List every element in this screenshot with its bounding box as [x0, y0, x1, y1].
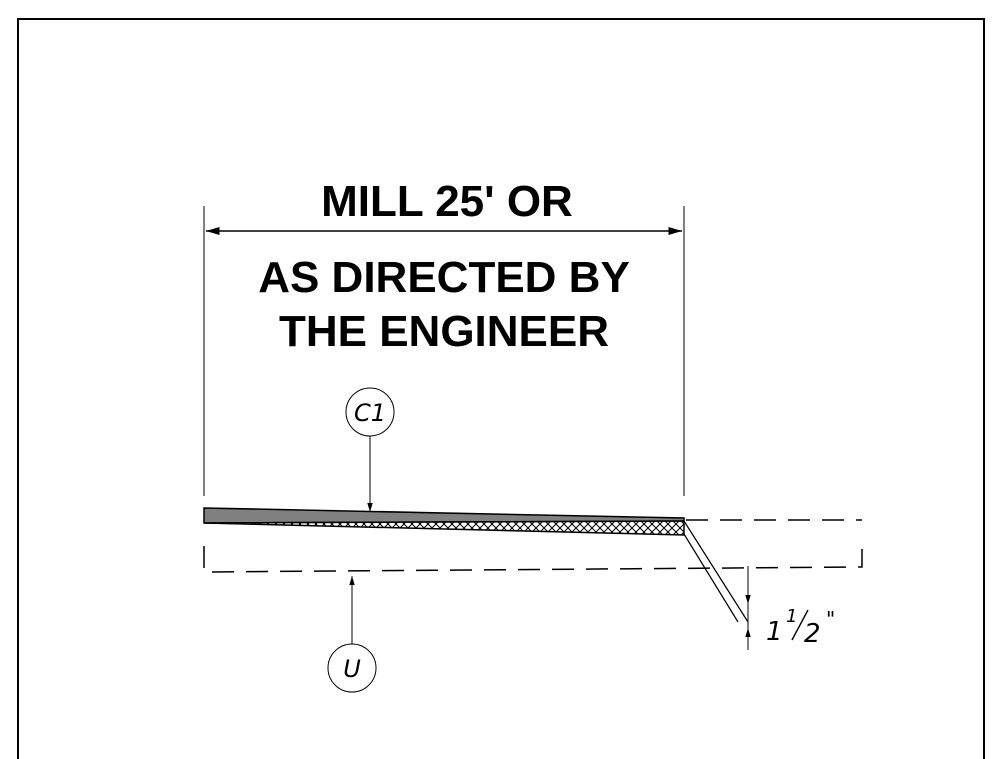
depth-numerator: 1	[786, 606, 797, 627]
engineer-label: THE ENGINEER	[279, 307, 609, 356]
fraction-bar	[791, 609, 809, 641]
depth-whole: 1	[766, 617, 783, 647]
mill-edge-line-b	[683, 533, 739, 623]
mill-edge-line-a	[683, 520, 749, 623]
sheet-border	[17, 18, 985, 759]
callout-c1-label: C1	[354, 399, 386, 427]
depth-unit: "	[826, 607, 835, 631]
directed-label: AS DIRECTED BY	[258, 253, 630, 302]
mill-length-label: MILL 25' OR	[321, 177, 573, 226]
existing-base-dashed-line	[203, 546, 863, 573]
milled-wedge	[203, 520, 685, 536]
callout-u-label: U	[343, 655, 361, 683]
depth-denominator: 2	[804, 619, 821, 649]
